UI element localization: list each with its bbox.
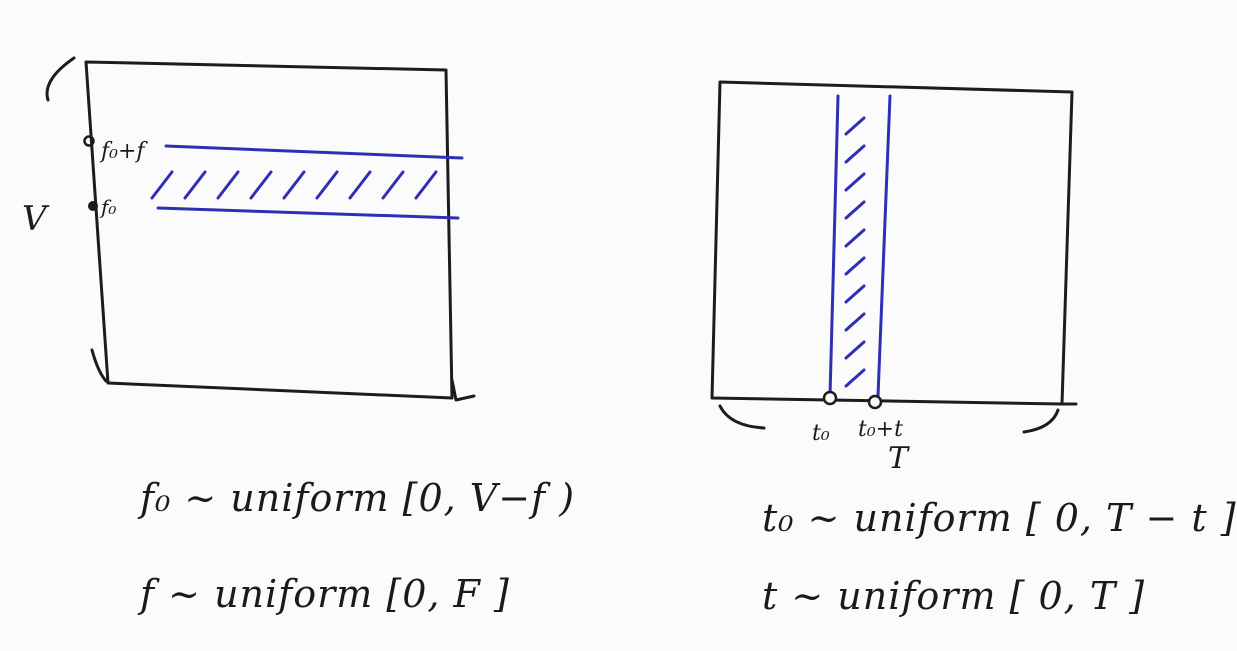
left-band-hatching: [150, 170, 438, 200]
left-axis-label: V: [22, 199, 50, 239]
hatch-stroke: [150, 170, 174, 200]
hatch-stroke: [844, 200, 866, 220]
hatch-stroke: [844, 256, 866, 276]
left-marker-bottom-label: f₀: [99, 195, 116, 219]
right-brace-end: [1022, 408, 1060, 434]
right-axis-label: T: [888, 441, 910, 476]
right-band-left-line: [828, 94, 840, 398]
left-box-corner-tick: [450, 378, 476, 402]
left-marker-top: [83, 135, 95, 147]
hatch-stroke: [282, 170, 306, 200]
left-brace-bottom: [90, 348, 108, 383]
hatch-stroke: [216, 170, 240, 200]
right-marker-right: [867, 394, 883, 410]
hatch-stroke: [844, 368, 866, 388]
right-diagram: t₀ t₀+t T: [710, 80, 1078, 476]
left-caption-line2: f ~ uniform [0, F ]: [140, 572, 510, 616]
left-diagram: V f₀+f f₀: [22, 56, 476, 402]
right-caption-line2: t ~ uniform [ 0, T ]: [762, 574, 1146, 618]
left-marker-top-label: f₀+f: [99, 139, 148, 164]
hatch-stroke: [414, 170, 438, 200]
hatch-stroke: [844, 144, 866, 164]
left-box: [84, 60, 454, 400]
hatch-stroke: [315, 170, 339, 200]
left-caption-line1: f₀ ~ uniform [0, V−f ): [140, 476, 576, 520]
hatch-stroke: [844, 228, 866, 248]
hatch-stroke: [183, 170, 207, 200]
right-marker-right-label: t₀+t: [858, 417, 903, 442]
hatch-stroke: [844, 312, 866, 332]
hatch-stroke: [249, 170, 273, 200]
right-brace: [718, 404, 766, 430]
hatch-stroke: [348, 170, 372, 200]
right-marker-left-label: t₀: [812, 421, 830, 446]
left-marker-bottom: [88, 201, 98, 211]
right-box: [710, 80, 1074, 406]
left-band-top-line: [164, 144, 464, 160]
right-caption-line1: t₀ ~ uniform [ 0, T − t ]: [762, 496, 1237, 540]
hatch-stroke: [844, 340, 866, 360]
right-band-right-line: [876, 94, 892, 398]
hatch-stroke: [844, 116, 866, 136]
left-band-bottom-line: [156, 206, 460, 220]
right-band-hatching: [844, 116, 866, 388]
hatch-stroke: [381, 170, 405, 200]
hatch-stroke: [844, 284, 866, 304]
hatch-stroke: [844, 172, 866, 192]
left-brace: [45, 56, 76, 102]
right-marker-left: [822, 390, 838, 406]
